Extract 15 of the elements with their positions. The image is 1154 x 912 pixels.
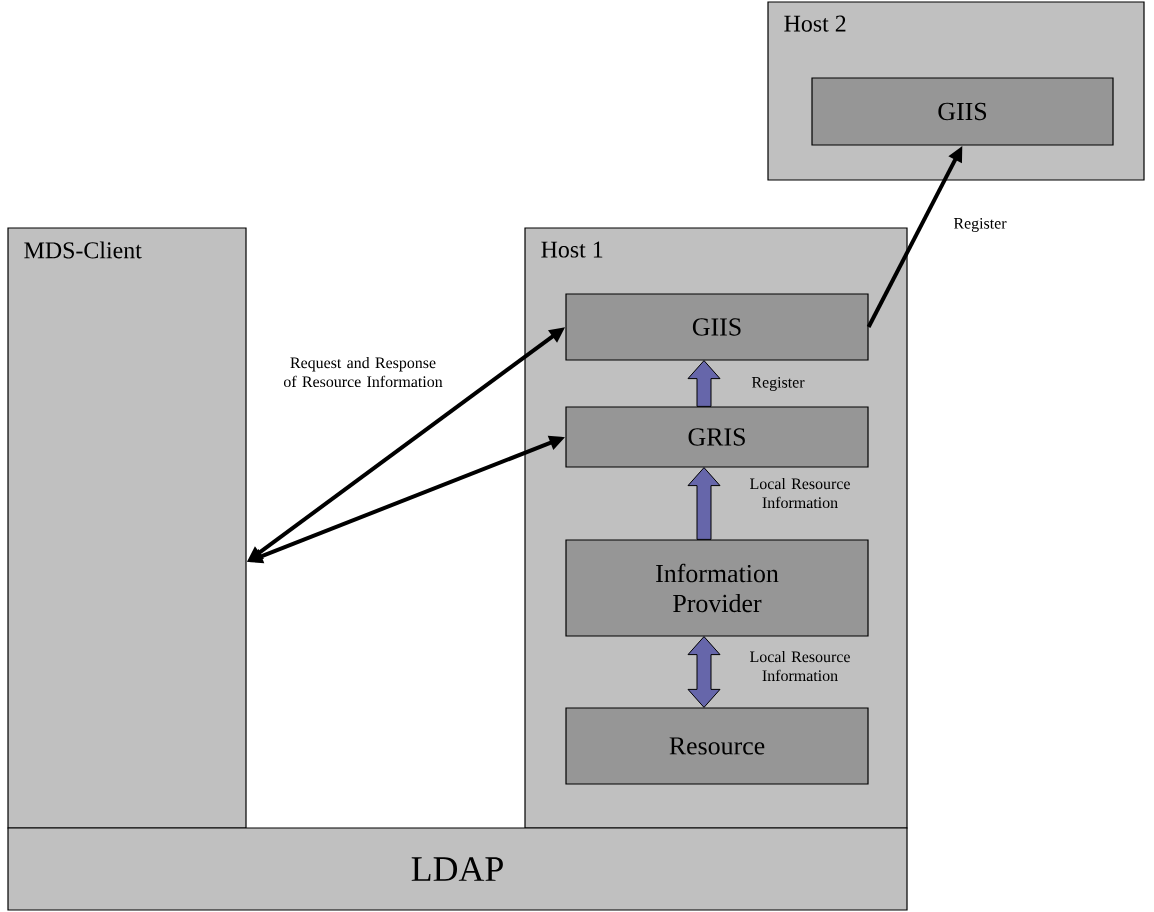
edge-label: Local Resource Information (750, 477, 850, 509)
component-box: GIIS (565, 293, 869, 361)
block-arrow (687, 360, 721, 407)
block-arrow (687, 467, 721, 540)
component-box: GIIS (811, 77, 1114, 146)
edge-label: Local Resource Information (750, 650, 850, 682)
container-box: MDS-Client (7, 227, 247, 829)
layer-band: LDAP (7, 827, 908, 911)
component-box: GRIS (565, 406, 869, 468)
edge-label: Register (953, 218, 1007, 232)
edge-label: Request and Response of Resource Information (283, 356, 443, 388)
block-arrow (687, 636, 721, 708)
component-box: Resource (565, 707, 869, 785)
component-box: Information Provider (565, 539, 869, 637)
edge-label: Register (751, 377, 805, 391)
